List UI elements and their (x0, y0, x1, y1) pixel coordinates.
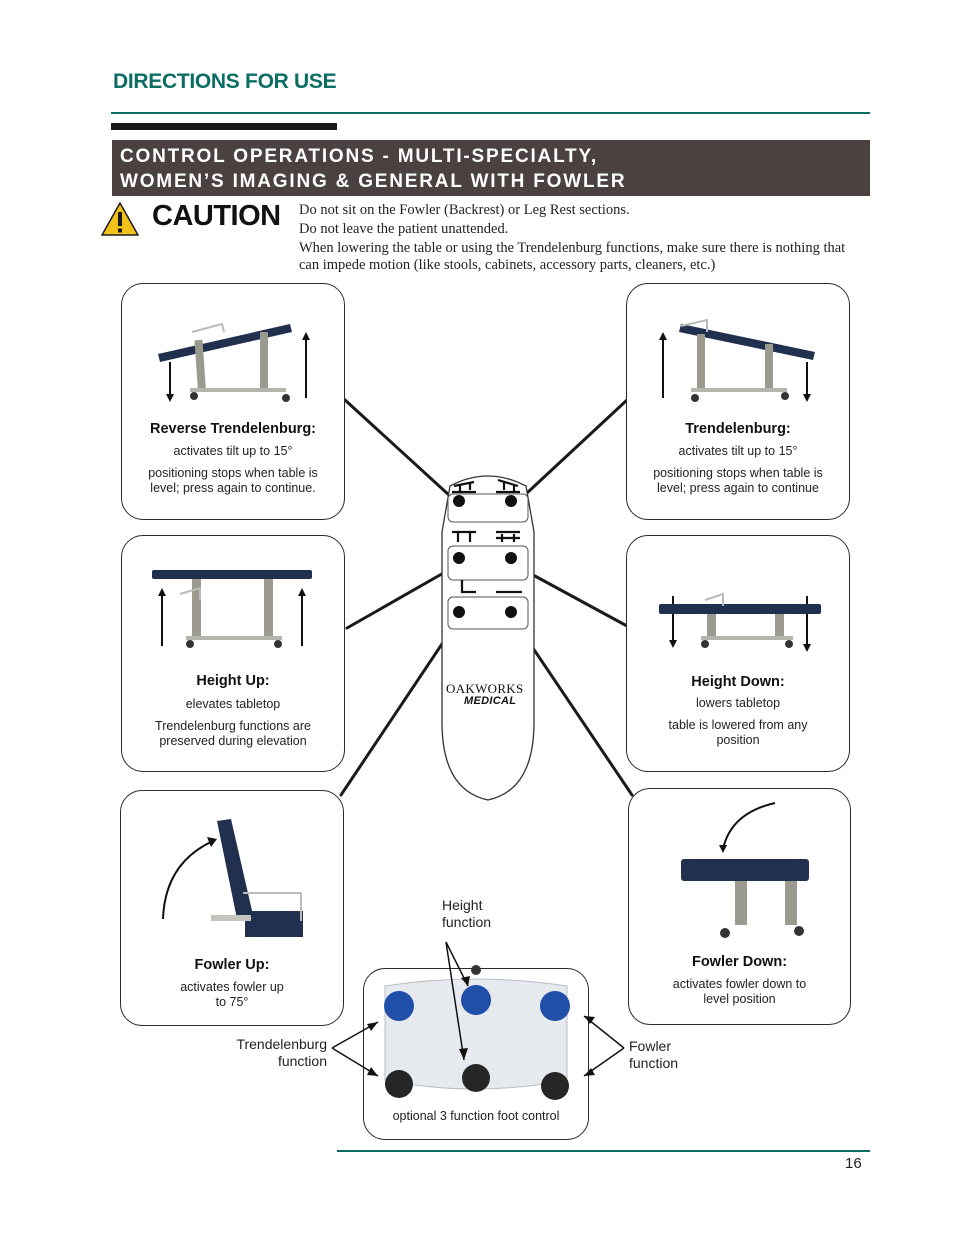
panel-text-2: positioning stops when table is level; p… (653, 466, 823, 495)
table-image-fowler-down (681, 802, 809, 938)
panel-text-1: lowers tabletop (695, 696, 781, 710)
banner-line-2: WOMEN’S IMAGING & GENERAL WITH FOWLER (120, 171, 627, 192)
table-image-height-up (152, 570, 312, 648)
connector-fowler-up (339, 615, 462, 797)
remote-button-fowler-up[interactable] (453, 606, 465, 618)
remote-button-height-up[interactable] (453, 552, 465, 564)
panel-text-2: Trendelenburg functions are preserved du… (155, 719, 311, 748)
remote-button-height-down[interactable] (505, 552, 517, 564)
section-banner: CONTROL OPERATIONS - MULTI-SPECIALTY, WO… (112, 140, 870, 196)
foot-control-image (384, 965, 570, 1100)
header-accent-bar (111, 123, 337, 130)
panel-text-1: activates fowler up to 75° (180, 980, 284, 1009)
logo-line-2: MEDICAL (464, 695, 517, 707)
brand-logo-text: OAKWORKS MEDICAL (446, 681, 536, 707)
trendelenburg-function-label: Trendelenburg function (236, 1036, 327, 1069)
warning-icon (101, 202, 139, 236)
panel-fowler-up: Fowler Up: activates fowler up to 75° (120, 790, 344, 1026)
panel-reverse-trendelenburg: Reverse Trendelenburg: activates tilt up… (121, 283, 345, 520)
panel-fowler-down: Fowler Down: activates fowler down to le… (628, 788, 851, 1025)
panel-height-down: Height Down: lowers tabletop table is lo… (626, 535, 850, 772)
panel-trendelenburg: Trendelenburg: activates tilt up to 15° … (626, 283, 850, 520)
table-image-fowler-up (162, 819, 303, 937)
panel-title: Fowler Up: (194, 957, 270, 973)
header-rule (111, 112, 870, 114)
table-image-trend (659, 318, 815, 402)
table-image-reverse-trend (158, 322, 310, 402)
page-number: 16 (845, 1155, 862, 1172)
panel-text-2: positioning stops when table is level; p… (148, 466, 318, 495)
caution-line-1: Do not sit on the Fowler (Backrest) or L… (299, 202, 630, 218)
panel-title: Reverse Trendelenburg: (150, 421, 316, 437)
footer-rule (337, 1150, 870, 1152)
table-image-height-down (659, 592, 821, 652)
banner-line-1: CONTROL OPERATIONS - MULTI-SPECIALTY, (120, 146, 598, 167)
remote-button-fowler-down[interactable] (505, 606, 517, 618)
panel-title: Trendelenburg: (685, 421, 791, 437)
panel-text-1: activates tilt up to 15° (173, 444, 293, 458)
caution-line-2: Do not leave the patient unattended. (299, 221, 509, 237)
section-title: DIRECTIONS FOR USE (113, 70, 337, 93)
caution-text: Do not sit on the Fowler (Backrest) or L… (299, 202, 859, 276)
panel-title: Height Up: (196, 673, 270, 689)
caution-line-3: When lowering the table or using the Tre… (299, 240, 846, 273)
foot-control-caption: optional 3 function foot control (392, 1109, 560, 1123)
panel-height-up: Height Up: elevates tabletop Trendelenbu… (121, 535, 345, 772)
panel-title: Fowler Down: (691, 954, 788, 970)
logo-line-1: OAKWORKS (446, 681, 524, 696)
remote-button-reverse-trend[interactable] (453, 495, 465, 507)
caution-heading: CAUTION (152, 200, 281, 232)
panel-title: Height Down: (691, 674, 785, 690)
panel-text-2: table is lowered from any position (668, 718, 808, 747)
connector-reverse-trend (343, 398, 463, 508)
height-function-label: Height function (442, 897, 492, 930)
connector-trend (511, 398, 629, 508)
remote-button-trend[interactable] (505, 495, 517, 507)
panel-text-1: activates fowler down to level position (672, 977, 807, 1006)
panel-text-1: activates tilt up to 15° (678, 444, 798, 458)
panel-text-1: elevates tabletop (185, 697, 281, 711)
fowler-function-label: Fowler function (629, 1038, 679, 1071)
